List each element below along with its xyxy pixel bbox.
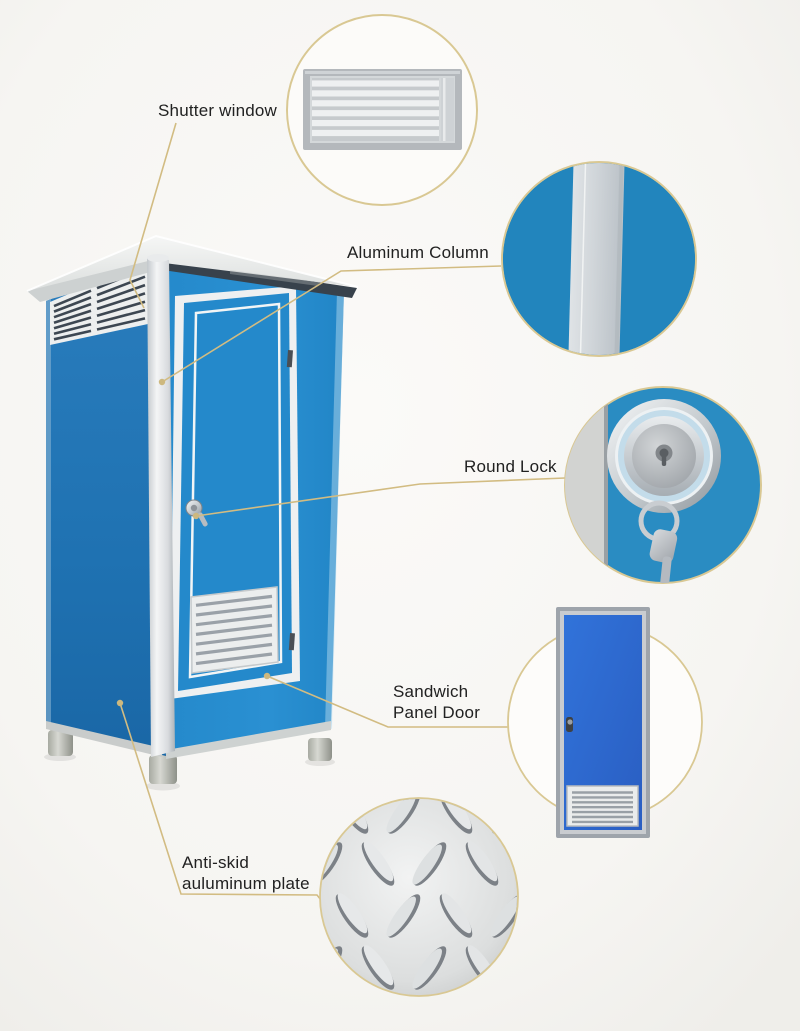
sandwich-door-detail — [556, 607, 650, 838]
leader-round-lock — [195, 477, 566, 517]
callout-labels: Shutter window Aluminum Column Round Loc… — [158, 101, 557, 893]
leader-sandwich-door — [266, 675, 509, 728]
callout-label-antiskid-line1: Anti-skid — [182, 853, 249, 872]
cabin-foot — [149, 755, 177, 784]
detail-circle-shutter-window — [286, 14, 478, 206]
cabin-door — [170, 286, 300, 699]
keys — [649, 529, 678, 583]
callout-label-aluminum-column: Aluminum Column — [347, 243, 489, 262]
cabin-illustration — [26, 234, 359, 791]
callout-label-sandwich-line2: Panel Door — [393, 703, 480, 722]
cabin-roof — [26, 234, 359, 302]
cabin-foot — [48, 730, 73, 756]
leader-dot-sandwich-door — [263, 672, 271, 680]
shutter-slats — [312, 80, 439, 137]
cabin-corner-column — [147, 254, 175, 757]
door-hinge — [288, 633, 295, 651]
leader-anti-skid — [119, 702, 322, 901]
shutter-window-detail — [303, 69, 462, 150]
front-bottom-trim — [166, 721, 331, 759]
callout-label-shutter-window: Shutter window — [158, 101, 278, 120]
leader-dot-anti-skid — [116, 699, 124, 707]
callout-label-round-lock: Round Lock — [464, 457, 557, 476]
leader-dots — [116, 378, 271, 707]
detail-door-vent-slats — [572, 791, 633, 824]
door-vent-slats — [195, 594, 273, 666]
cabin-feet — [44, 730, 335, 791]
roof-top — [27, 235, 358, 291]
left-wall-edge-trim — [46, 299, 51, 728]
cabin-shutter-vent — [50, 260, 148, 345]
vent-slats — [53, 267, 146, 341]
detail-circle-sandwich-door — [507, 607, 703, 838]
leader-shutter-window — [129, 122, 177, 309]
detail-circle-anti-skid — [319, 797, 519, 997]
leader-dot-round-lock — [192, 512, 200, 520]
cabin-left-wall — [46, 258, 166, 756]
roof-highlight — [26, 234, 359, 292]
door-inner-border — [188, 302, 283, 679]
callout-label-sandwich-line1: Sandwich — [393, 682, 468, 701]
leader-aluminum-column — [161, 265, 502, 383]
aluminum-column-detail — [503, 163, 695, 355]
detail-circle-aluminum-column — [501, 161, 697, 357]
leader-dot-aluminum-column — [158, 378, 166, 386]
leader-lines — [119, 122, 566, 901]
left-bottom-trim — [46, 721, 162, 757]
roof-left-edge — [27, 259, 158, 302]
door-hinge — [286, 349, 293, 368]
roof-streak — [230, 270, 320, 286]
front-wall-edge-trim — [325, 291, 344, 729]
detail-circle-round-lock — [564, 386, 762, 584]
callout-label-antiskid-line2: auluminum plate — [182, 874, 310, 893]
cabin-foot — [308, 738, 332, 761]
